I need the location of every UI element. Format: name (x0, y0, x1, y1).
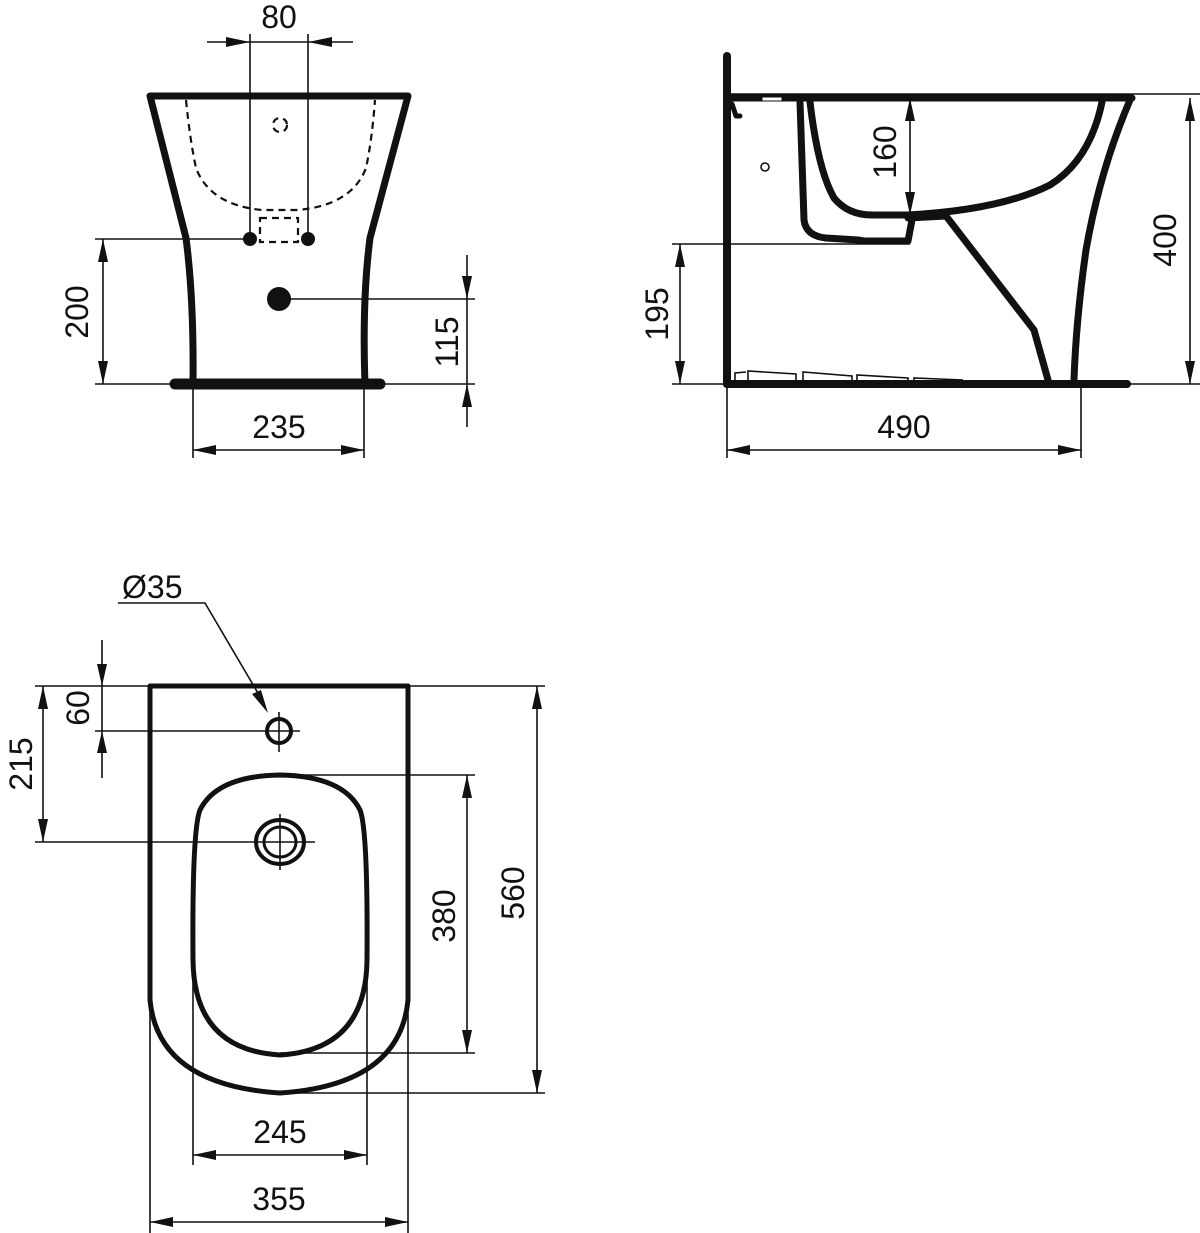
top-view: Ø35 60 215 380 560 245 (3, 569, 545, 1233)
dim-drain-offset: 215 (3, 737, 39, 790)
dim-tap-hole-offset: 60 (60, 690, 96, 726)
top-bowl-outline (190, 772, 370, 1058)
dim-base-width: 235 (252, 409, 305, 445)
dim-waste-height: 115 (429, 316, 465, 367)
dim-bowl-depth: 160 (867, 125, 903, 178)
side-view: 160 195 400 490 (639, 52, 1200, 458)
side-bowl-inner (806, 98, 1106, 219)
dim-total-height: 400 (1147, 213, 1183, 266)
front-hidden-outlet (258, 216, 300, 244)
dim-bowl-width: 245 (253, 1114, 306, 1150)
front-body-outline (146, 92, 412, 388)
side-bowl-outer (796, 98, 916, 245)
side-front-wall (1070, 96, 1134, 384)
side-trap-wall (904, 212, 1052, 384)
dim-supply-height: 200 (59, 285, 95, 338)
dim-total-length: 560 (495, 866, 531, 919)
front-view: 80 200 115 235 (59, 0, 475, 458)
front-hidden-bowl (184, 99, 377, 212)
dim-total-width: 355 (252, 1181, 305, 1217)
front-hidden-hole (271, 116, 289, 134)
dim-outlet-height: 195 (639, 287, 675, 340)
side-fixing-hole (760, 162, 770, 172)
dim-projection: 490 (877, 409, 930, 445)
dim-bowl-length: 380 (426, 889, 462, 942)
dim-supply-spacing: 80 (261, 0, 297, 35)
dim-tap-hole-diameter: Ø35 (122, 569, 182, 605)
